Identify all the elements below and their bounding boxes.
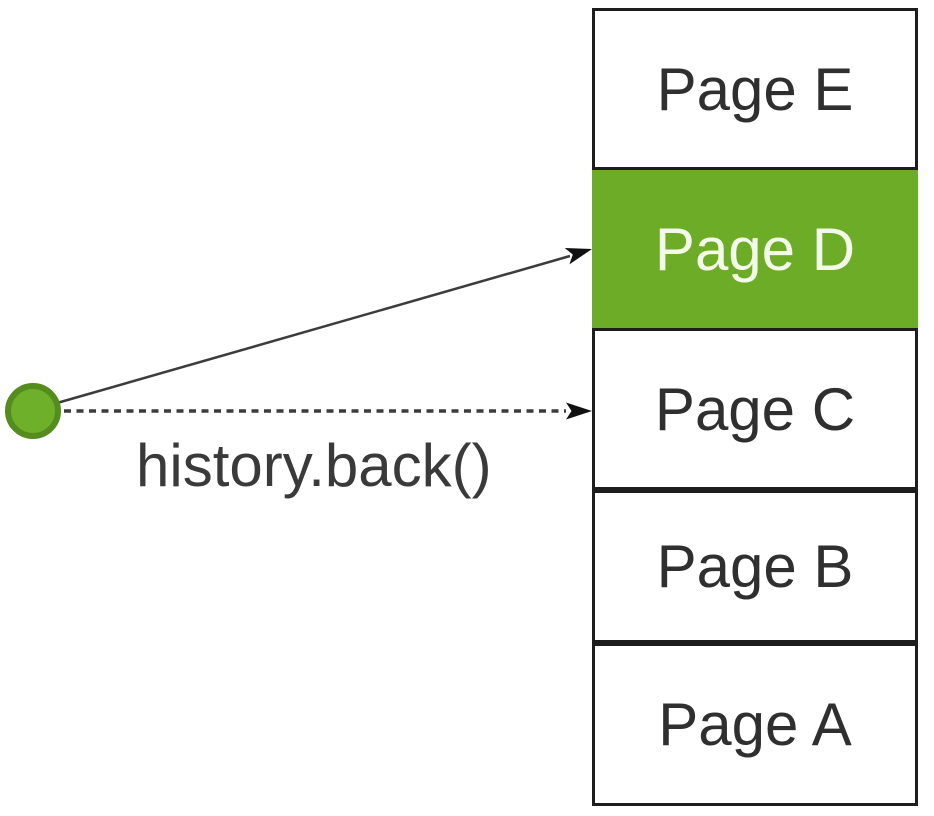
stack-item-label: Page C (654, 375, 856, 443)
stack-item-label: Page B (656, 533, 854, 600)
stack-item-page-d-current: Page D (592, 170, 918, 328)
stack-item-page-a: Page A (592, 643, 918, 806)
stack-item-page-b: Page B (592, 490, 918, 643)
stack-item-label: Page E (656, 55, 854, 123)
history-back-arrowhead (566, 402, 592, 420)
stack-item-page-c: Page C (592, 328, 918, 490)
forward-to-page-d-arrowhead (564, 248, 592, 265)
forward-to-page-d-arrow (56, 254, 571, 405)
history-back-label: history.back() (136, 432, 492, 499)
stack-item-page-e: Page E (592, 8, 918, 170)
navigation-origin-dot-icon (5, 383, 61, 439)
stack-item-label: Page A (658, 691, 852, 758)
stack-item-label: Page D (654, 215, 856, 283)
